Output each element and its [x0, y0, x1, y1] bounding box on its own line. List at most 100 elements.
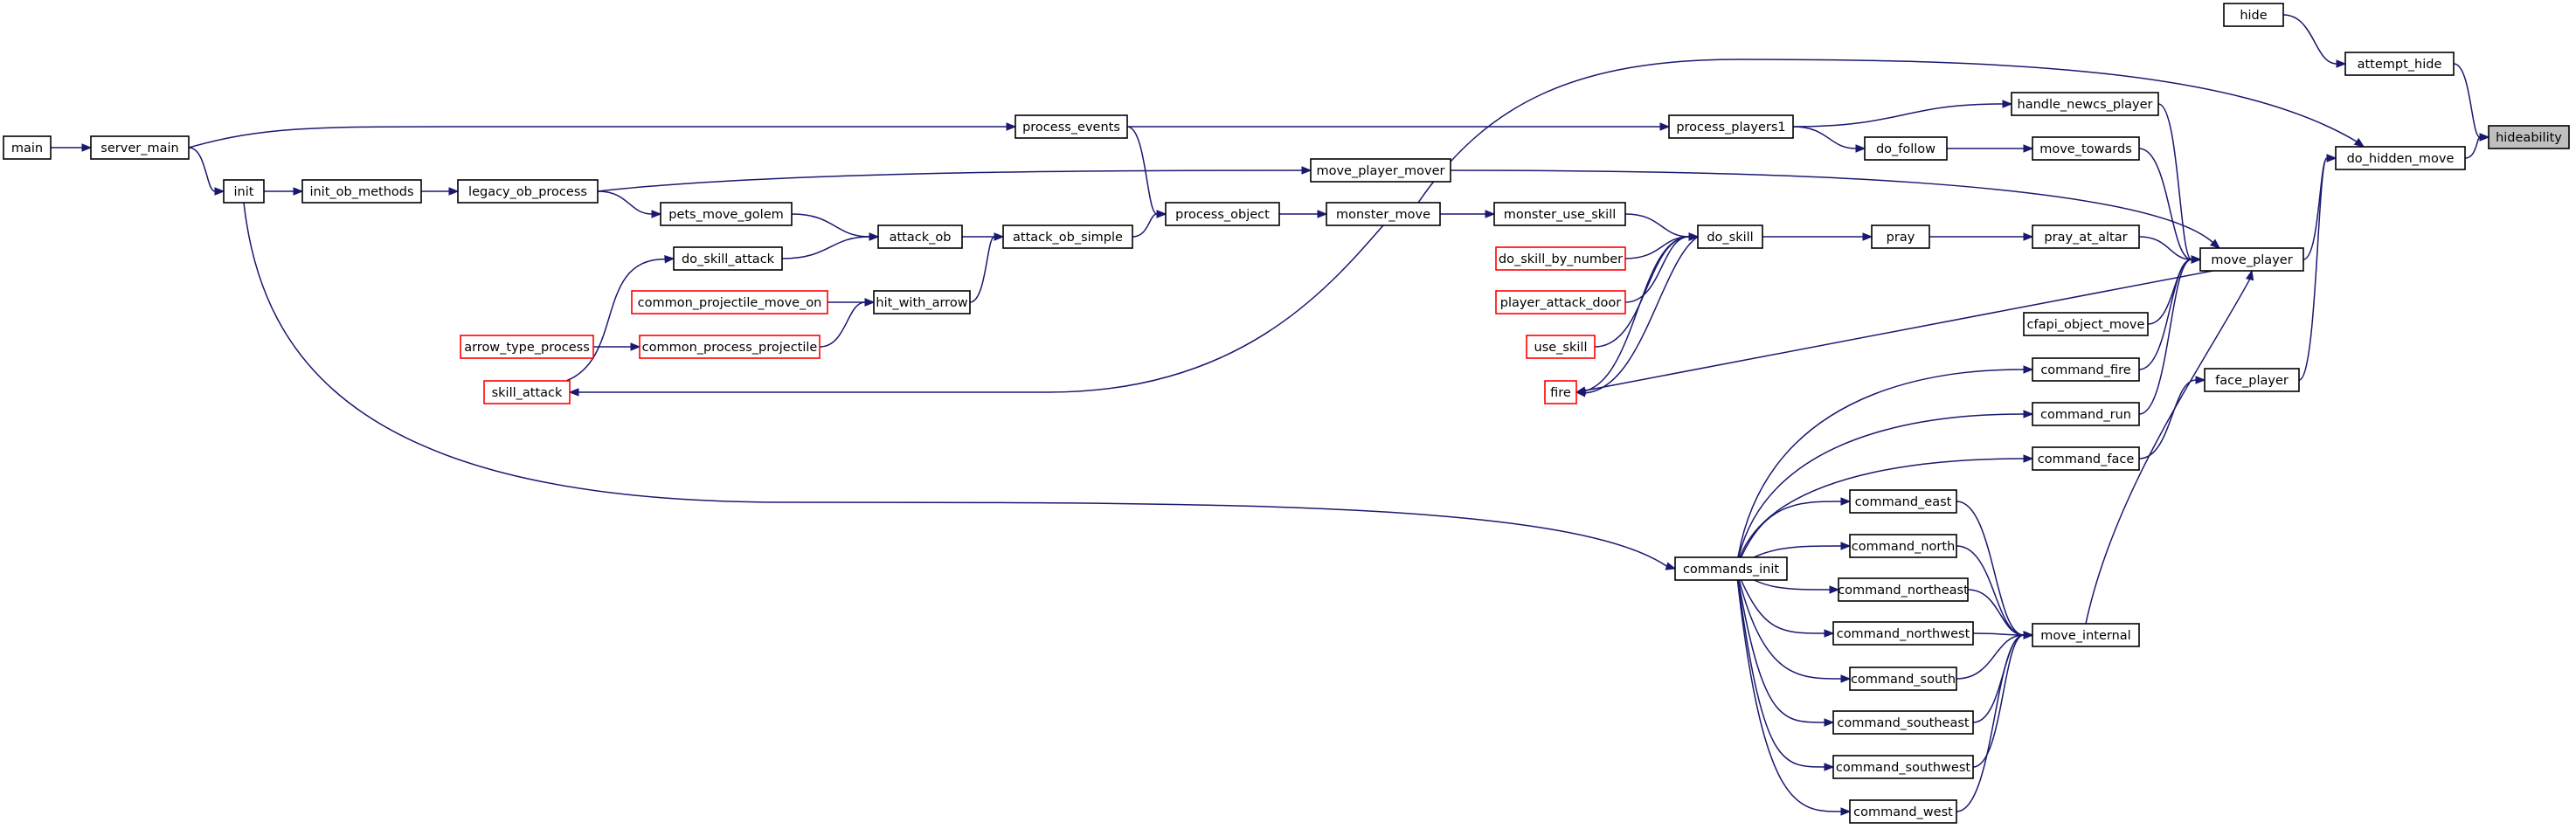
edge-commands_init-to-command_run [1735, 410, 2034, 570]
node-hideability[interactable]: hideability [2488, 125, 2570, 149]
node-command-south[interactable]: command_south [1849, 667, 1957, 691]
node-move-internal[interactable]: move_internal [2032, 623, 2140, 647]
node-monster-move[interactable]: monster_move [1326, 202, 1441, 226]
edge-server_main-to-init [188, 147, 225, 196]
node-init-ob-methods[interactable]: init_ob_methods [301, 179, 422, 204]
node-pets-move-golem[interactable]: pets_move_golem [660, 202, 793, 226]
node-handle-newcs-player[interactable]: handle_newcs_player [2011, 92, 2159, 116]
edge-monster_move-to-skill_attack [568, 225, 1384, 397]
edge-command_northeast-to-move_internal [1967, 589, 2034, 639]
node-command-northeast[interactable]: command_northeast [1838, 577, 1969, 602]
node-box [1014, 114, 1128, 139]
node-label: arrow_type_process [464, 341, 590, 355]
node-do-skill[interactable]: do_skill [1697, 225, 1763, 249]
edge-line [1584, 267, 2227, 391]
node-monster-use-skill[interactable]: monster_use_skill [1493, 202, 1626, 226]
arrow-head-icon [651, 210, 662, 218]
edge-init_ob_methods-to-legacy_ob_process [421, 187, 460, 196]
node-hit-with-arrow[interactable]: hit_with_arrow [873, 290, 971, 314]
node-process-players1[interactable]: process_players1 [1668, 114, 1794, 139]
node-common-projectile-move-on[interactable]: common_projectile_move_on [631, 290, 828, 314]
node-label: monster_move [1336, 208, 1430, 222]
node-label: process_players1 [1676, 121, 1785, 135]
node-do-skill-attack[interactable]: do_skill_attack [673, 246, 783, 271]
arrow-head-icon [2353, 137, 2365, 148]
node-move-towards[interactable]: move_towards [2032, 136, 2140, 161]
node-skill-attack[interactable]: skill_attack [483, 380, 571, 404]
node-label: command_fire [2040, 363, 2130, 377]
node-move-player[interactable]: move_player [2199, 247, 2304, 272]
node-label: process_events [1022, 121, 1120, 135]
node-command-southeast[interactable]: command_southeast [1832, 710, 1974, 735]
edge-attack_ob_simple-to-process_object [1132, 210, 1167, 238]
node-command-southwest[interactable]: command_southwest [1832, 755, 1974, 779]
node-legacy-ob-process[interactable]: legacy_ob_process [457, 179, 599, 204]
node-label: do_hidden_move [2347, 152, 2455, 166]
node-label: fire [1550, 386, 1571, 400]
arrow-head-icon [1317, 210, 1328, 218]
node-attack-ob[interactable]: attack_ob [877, 225, 963, 249]
node-player-attack-door[interactable]: player_attack_door [1495, 290, 1626, 314]
node-box [2223, 3, 2284, 27]
node-common-process-projectile[interactable]: common_process_projectile [639, 335, 821, 359]
edge-line [2464, 136, 2481, 159]
node-box [673, 246, 783, 271]
node-pray-at-altar[interactable]: pray_at_altar [2032, 225, 2140, 249]
node-box [460, 335, 594, 359]
node-do-skill-by-number[interactable]: do_skill_by_number [1495, 246, 1626, 271]
node-attack-ob-simple[interactable]: attack_ob_simple [1002, 225, 1133, 249]
node-arrow-type-process[interactable]: arrow_type_process [460, 335, 594, 359]
edge-line [791, 213, 870, 238]
edge-process_events-to-process_players1 [1127, 122, 1671, 131]
node-box [483, 380, 571, 404]
node-command-fire[interactable]: command_fire [2032, 357, 2140, 382]
edge-init-to-init_ob_methods [264, 187, 304, 196]
edges-layer [51, 14, 2490, 816]
edge-init-to-commands_init [243, 202, 1677, 570]
arrow-head-icon [1840, 807, 1852, 816]
node-label: command_east [1855, 495, 1952, 509]
node-do-hidden-move[interactable]: do_hidden_move [2335, 146, 2466, 170]
node-command-north[interactable]: command_north [1849, 534, 1957, 558]
edge-line [1584, 236, 1699, 394]
node-use-skill[interactable]: use_skill [1526, 335, 1596, 359]
node-do-follow[interactable]: do_follow [1864, 136, 1948, 161]
node-box [1002, 225, 1133, 249]
node-command-west[interactable]: command_west [1849, 799, 1957, 824]
node-label: attack_ob_simple [1013, 231, 1123, 245]
edge-line [1417, 59, 2358, 204]
node-move-player-mover[interactable]: move_player_mover [1310, 158, 1451, 183]
node-pray[interactable]: pray [1871, 225, 1930, 249]
node-fire[interactable]: fire [1544, 380, 1577, 404]
node-label: command_north [1852, 540, 1956, 554]
arrow-head-icon [2479, 133, 2490, 142]
node-label: command_northeast [1838, 584, 1969, 598]
edge-commands_init-to-command_northwest [1735, 568, 1835, 638]
edge-line [1956, 634, 2025, 812]
node-box [2032, 225, 2140, 249]
edge-command_run-to-move_player [2138, 255, 2202, 415]
node-label: face_player [2215, 374, 2289, 388]
node-box [1493, 202, 1626, 226]
node-commands-init[interactable]: commands_init [1674, 556, 1788, 581]
node-command-northwest[interactable]: command_northwest [1832, 621, 1974, 646]
edge-skill_attack-to-do_skill_attack [565, 254, 675, 382]
arrow-head-icon [1688, 232, 1700, 241]
node-hide[interactable]: hide [2223, 3, 2284, 27]
node-server-main[interactable]: server_main [90, 135, 190, 160]
node-face-player[interactable]: face_player [2204, 368, 2300, 392]
node-attempt-hide[interactable]: attempt_hide [2344, 52, 2455, 76]
edge-line [1956, 501, 2025, 636]
edge-move_player-to-fire [1575, 267, 2227, 395]
node-command-face[interactable]: command_face [2032, 446, 2140, 471]
node-main[interactable]: main [3, 135, 52, 160]
node-box [1849, 799, 1957, 824]
node-process-events[interactable]: process_events [1014, 114, 1128, 139]
node-command-run[interactable]: command_run [2032, 402, 2140, 426]
node-command-east[interactable]: command_east [1849, 489, 1957, 514]
node-box [2032, 357, 2140, 382]
node-process-object[interactable]: process_object [1165, 202, 1280, 226]
node-init[interactable]: init [223, 179, 265, 204]
edge-line [2453, 63, 2481, 138]
node-cfapi-object-move[interactable]: cfapi_object_move [2023, 312, 2149, 336]
